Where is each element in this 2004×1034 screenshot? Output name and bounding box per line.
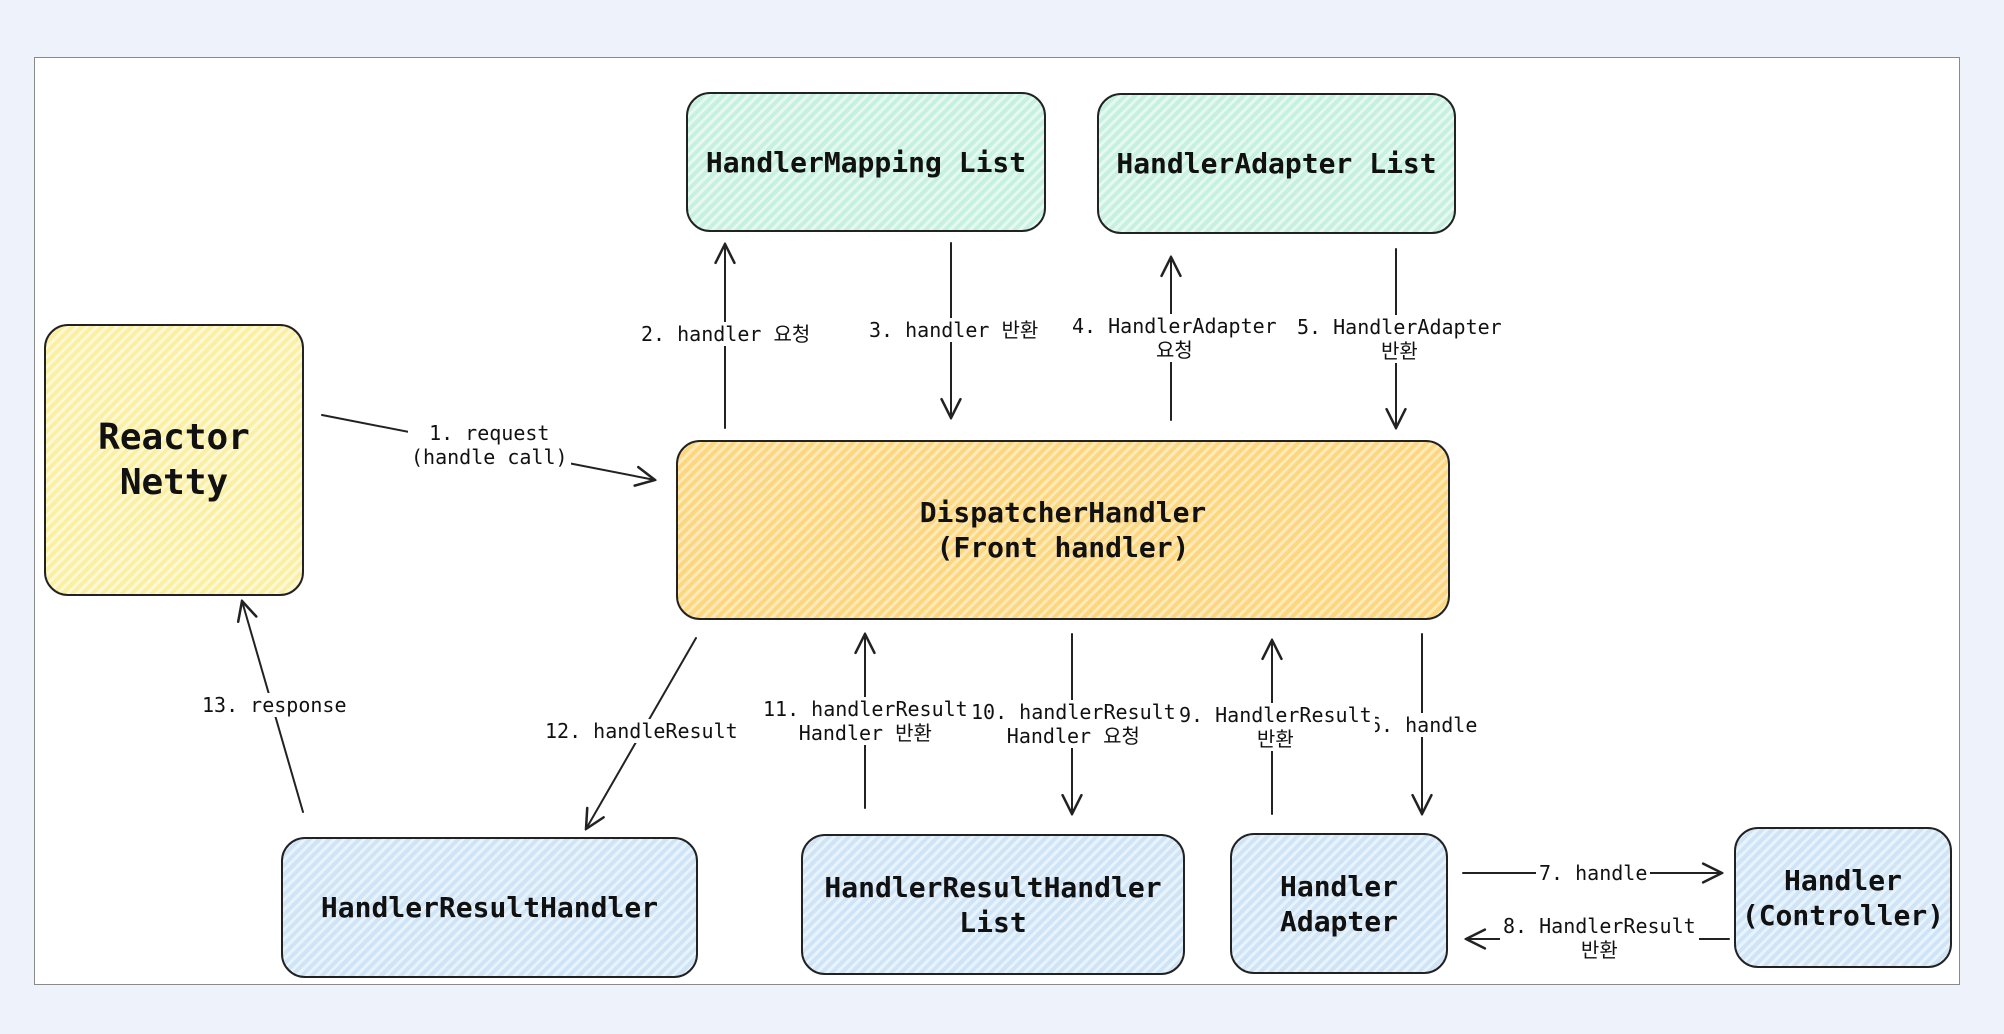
step-5-label: 5. HandlerAdapter 반환 bbox=[1294, 315, 1505, 363]
handler-adapter-box: Handler Adapter bbox=[1230, 833, 1448, 974]
step-10-label: 10. handlerResult Handler 요청 bbox=[968, 700, 1179, 748]
step-1-label: 1. request (handle call) bbox=[408, 421, 571, 469]
dispatcher-handler-box: DispatcherHandler (Front handler) bbox=[676, 440, 1450, 620]
handler-result-handler-box: HandlerResultHandler bbox=[281, 837, 698, 978]
step-6-label: 6. handle bbox=[1366, 713, 1481, 737]
step-4-label: 4. HandlerAdapter 요청 bbox=[1069, 314, 1280, 362]
handler-mapping-list-box: HandlerMapping List bbox=[686, 92, 1046, 232]
step-12-label: 12. handleResult bbox=[542, 719, 741, 743]
handler-result-handler-list-box: HandlerResultHandler List bbox=[801, 834, 1185, 975]
step-3-label: 3. handler 반환 bbox=[866, 318, 1042, 342]
step-2-label: 2. handler 요청 bbox=[638, 322, 814, 346]
reactor-netty-box: Reactor Netty bbox=[44, 324, 304, 596]
step-8-label: 8. HandlerResult 반환 bbox=[1500, 914, 1699, 962]
handler-adapter-list-box: HandlerAdapter List bbox=[1097, 93, 1456, 234]
step-13-label: 13. response bbox=[199, 693, 350, 717]
step-9-label: 9. HandlerResult 반환 bbox=[1176, 703, 1375, 751]
handler-controller-box: Handler (Controller) bbox=[1734, 827, 1952, 968]
step-7-label: 7. handle bbox=[1536, 861, 1651, 885]
step-11-label: 11. handlerResult Handler 반환 bbox=[760, 697, 971, 745]
